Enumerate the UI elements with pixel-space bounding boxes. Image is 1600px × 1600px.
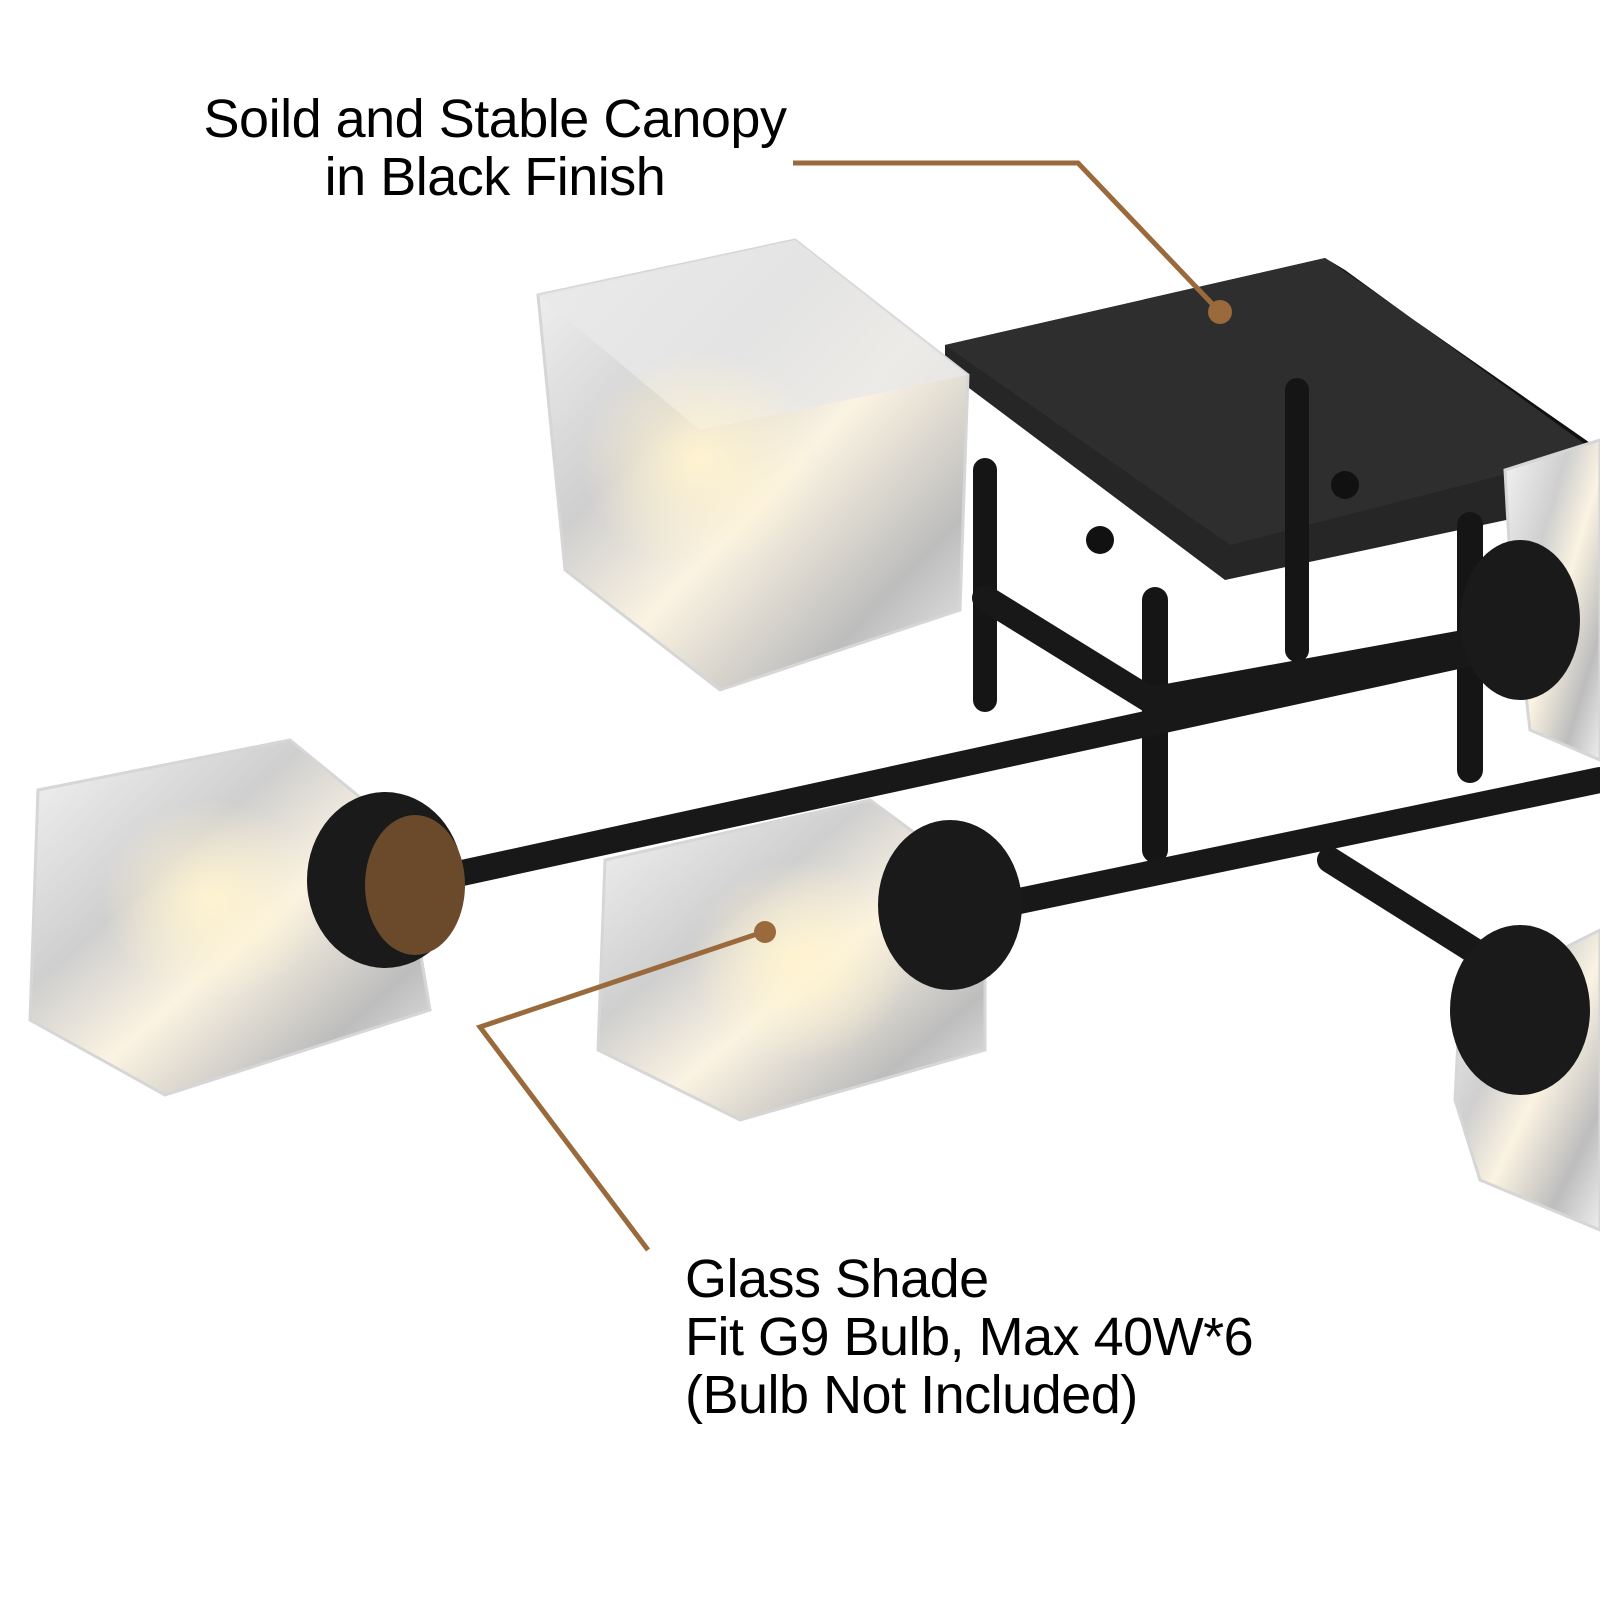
canopy [945,258,1600,580]
canopy-annotation-line2: in Black Finish [324,147,666,207]
glass-annotation-line1: Glass Shade [685,1249,989,1309]
glass-annotation-line2: Fit G9 Bulb, Max 40W*6 [685,1307,1254,1367]
canopy-callout-dot [1208,300,1232,324]
screw-icon [1086,526,1114,554]
screw-icon [1331,471,1359,499]
canopy-annotation-line1: Soild and Stable Canopy [203,89,787,149]
glass-callout-line [475,929,764,1252]
socket-caps [307,540,1590,1095]
canopy-callout-line [793,160,1220,312]
glass-annotation-line3: (Bulb Not Included) [685,1365,1138,1425]
canopy-annotation: Soild and Stable Canopy in Black Finish [150,90,840,206]
glass-callout-dot [754,921,776,943]
glass-shade-top [536,238,970,692]
glass-shade-annotation: Glass Shade Fit G9 Bulb, Max 40W*6 (Bulb… [685,1249,1254,1425]
